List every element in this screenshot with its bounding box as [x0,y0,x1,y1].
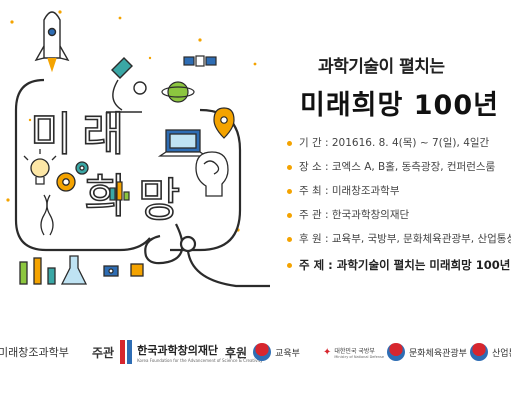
art-letter-mi: 미 [30,107,72,161]
bullet-icon [287,237,292,242]
info-row-period: 기 간 : 201616. 8. 4(목) ~ 7(일), 4일간 [287,131,511,155]
organizer-text: 한국과학창의재단 Korea Foundation for the Advanc… [137,342,262,363]
sponsor-defense: 대한민국 국방부 [334,347,375,355]
info-text: 후 원 : 교육부, 국방부, 문화체육관광부, 산업통상자원부 [299,233,511,245]
sponsor-edu: 교육부 [275,348,300,359]
taegeuk-emblem-icon [253,343,272,361]
sponsor-defense-sub: Ministry of National Defense [334,354,385,359]
culture-logo: 문화체육관광부 [387,330,467,374]
info-row-theme: 주 제 : 과학기술이 펼치는 미래희망 100년 [287,253,511,277]
poster-title: 미래희망 100년 [300,90,499,121]
sponsor-footer: 미래창조과학부 주관 한국과학창의재단 Korea Foundation for… [0,330,511,374]
event-info-list: 기 간 : 201616. 8. 4(목) ~ 7(일), 4일간 장 소 : … [287,131,511,277]
robot-icon [103,263,144,277]
brain-head-icon [195,151,229,197]
defense-emblem-icon: ✦ [323,346,332,358]
sponsor-label: 후원 [225,345,248,360]
info-row-host: 주 최 : 미래창조과학부 [287,179,511,203]
bullet-icon [287,141,292,146]
map-pin-icon [213,107,235,139]
planet-icon [161,81,195,103]
info-row-organizer: 주 관 : 한국과학창의재단 [287,203,511,227]
info-text: 기 간 : 201616. 8. 4(목) ~ 7(일), 4일간 [299,137,490,149]
bullet-icon [287,189,292,194]
defense-text: 대한민국 국방부 Ministry of National Defense [334,346,384,359]
info-row-sponsors: 후 원 : 교육부, 국방부, 문화체육관광부, 산업통상자원부 [287,227,511,251]
gear-icon [56,161,89,192]
organizer-label: 주관 [92,345,115,360]
taegeuk-emblem-icon [387,343,405,361]
sponsor-culture: 문화체육관광부 [409,348,467,359]
industry-logo: 산업통상자원부 [470,330,511,374]
poster-illustration: 미 래 희 망 [6,10,270,288]
art-letter-mang: 망 [138,173,180,227]
bullet-icon [287,213,292,218]
sponsor-industry: 산업통상자원부 [492,348,511,359]
rocket-icon [34,11,70,73]
chart-icon [109,181,130,201]
art-letter-rae: 래 [82,107,124,161]
organizer-name: 한국과학창의재단 [137,343,219,357]
organizer-sub: Korea Foundation for the Advancement of … [137,357,263,363]
satellite-icon [183,55,217,67]
kofac-emblem-icon [120,340,133,364]
sponsor-group: 후원 교육부 [225,330,300,374]
host-org-logo: 미래창조과학부 [0,330,69,374]
dna-icon [40,194,54,236]
info-row-venue: 장 소 : 코엑스 A, B홀, 동측광장, 컨퍼런스룸 [287,155,511,179]
laptop-icon [157,129,209,157]
organizer-logo: 주관 한국과학창의재단 Korea Foundation for the Adv… [92,330,263,374]
defense-logo: ✦ 대한민국 국방부 Ministry of National Defense [323,330,384,374]
info-text: 주 관 : 한국과학창의재단 [299,209,410,221]
info-text: 주 제 : 과학기술이 펼치는 미래희망 100년 [299,258,511,272]
bullet-icon [287,165,292,170]
microscope-icon [106,57,147,113]
bullet-icon [287,263,292,268]
lightbulb-icon [23,149,57,185]
taegeuk-emblem-icon [470,343,488,361]
poster-subtitle: 과학기술이 펼치는 [318,57,445,77]
info-text: 주 최 : 미래창조과학부 [299,185,400,197]
info-text: 장 소 : 코엑스 A, B홀, 동측광장, 컨퍼런스룸 [299,161,496,173]
flask-icon [19,255,88,285]
host-org-name: 미래창조과학부 [0,346,69,359]
